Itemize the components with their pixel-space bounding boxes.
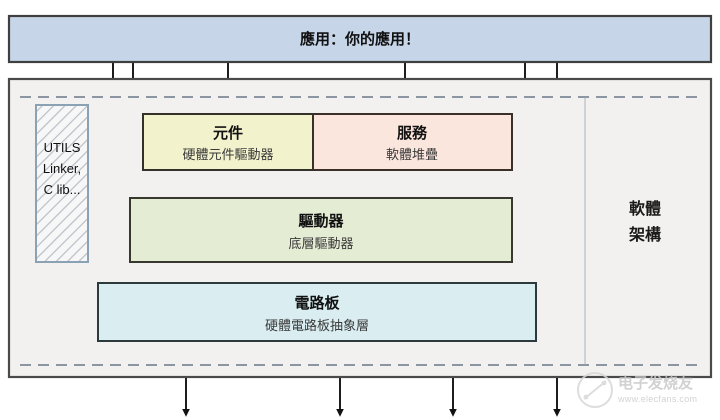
frame-side-label-line1: 軟體 (629, 199, 661, 218)
driver-block-subtitle: 底層驅動器 (288, 236, 353, 251)
service-block-subtitle: 軟體堆疊 (386, 147, 438, 162)
board-block-title: 電路板 (294, 294, 340, 312)
component-block[interactable]: 元件 硬體元件驅動器 (142, 113, 314, 171)
watermark-brand: 电子发烧友 (618, 374, 693, 392)
service-block[interactable]: 服務 軟體堆疊 (312, 113, 513, 171)
utils-label-line3: C lib... (44, 182, 81, 197)
board-block[interactable]: 電路板 硬體電路板抽象層 (97, 282, 537, 342)
service-block-title: 服務 (397, 124, 428, 142)
driver-block-title: 驅動器 (298, 213, 344, 230)
utils-block[interactable]: UTILS Linker, C lib... (35, 104, 89, 263)
application-band[interactable]: 應用：你的應用！ (7, 14, 713, 64)
driver-block[interactable]: 驅動器 底層驅動器 (129, 197, 513, 263)
utils-label-line2: Linker, (43, 161, 81, 176)
watermark-logo-icon (577, 372, 613, 408)
component-block-title: 元件 (213, 124, 243, 142)
watermark-url: www.elecfans.com (617, 394, 697, 404)
utils-label-line1: UTILS (44, 140, 81, 155)
frame-side-label-line2: 架構 (628, 225, 661, 244)
component-block-subtitle: 硬體元件驅動器 (182, 147, 273, 162)
application-band-label: 應用：你的應用！ (300, 30, 420, 48)
board-block-subtitle: 硬體電路板抽象層 (265, 318, 369, 333)
watermark: 电子发烧友 www.elecfans.com (577, 372, 697, 408)
